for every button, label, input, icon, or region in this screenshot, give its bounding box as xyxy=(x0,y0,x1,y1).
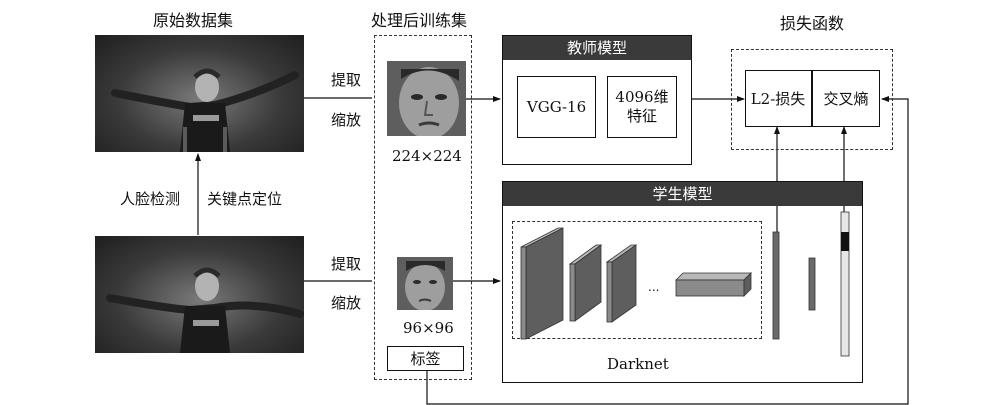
vgg16-box: VGG-16 xyxy=(517,76,596,138)
ellipsis-text: ... xyxy=(648,280,660,294)
student-model-panel: 学生模型 xyxy=(502,181,863,383)
fc-layer-block xyxy=(675,272,752,297)
conv-layer-block xyxy=(605,244,638,323)
size-224-label: 224×224 xyxy=(392,147,462,165)
loss-inner-box xyxy=(745,70,880,127)
player-figure-icon xyxy=(106,267,304,353)
original-photo-bottom xyxy=(95,236,304,353)
darknet-label: Darknet xyxy=(607,355,669,373)
feature-4096-line1: 4096维 xyxy=(615,87,669,106)
player-figure-icon xyxy=(111,68,299,152)
l2-loss-cell: L2-损失 xyxy=(745,70,811,127)
processed-train-set-title: 处理后训练集 xyxy=(371,11,468,30)
original-photo-top xyxy=(95,35,304,152)
label-box: 标签 xyxy=(387,346,464,371)
cross-entropy-text: 交叉熵 xyxy=(823,90,869,108)
face-crop-224 xyxy=(387,61,466,136)
feature-4096-line2: 特征 xyxy=(626,107,657,125)
size-96-label: 96×96 xyxy=(403,319,454,337)
darknet-group xyxy=(512,221,762,339)
conv-layer-block xyxy=(520,227,564,340)
feature-4096-box: 4096维 特征 xyxy=(607,76,677,138)
extract-label-top: 提取 xyxy=(331,71,362,89)
processed-train-set-group xyxy=(374,35,472,380)
face-icon xyxy=(397,257,453,310)
student-model-title: 学生模型 xyxy=(503,182,862,206)
face-crop-96 xyxy=(397,257,453,310)
label-box-text: 标签 xyxy=(410,350,441,368)
face-detection-label: 人脸检测 xyxy=(120,190,181,208)
face-icon xyxy=(387,61,466,136)
student-output-highlight xyxy=(841,232,849,251)
cross-entropy-cell: 交叉熵 xyxy=(812,70,880,127)
scale-label-bottom: 缩放 xyxy=(331,294,362,312)
student-output-bar xyxy=(840,211,850,357)
loss-divider xyxy=(811,70,813,127)
scale-label-top: 缩放 xyxy=(331,111,362,129)
extract-label-bottom: 提取 xyxy=(331,255,362,273)
loss-function-group xyxy=(731,49,893,150)
loss-function-title: 损失函数 xyxy=(780,14,845,33)
teacher-model-title: 教师模型 xyxy=(503,36,691,60)
original-dataset-title: 原始数据集 xyxy=(153,11,234,30)
l2-loss-text: L2-损失 xyxy=(750,90,806,108)
student-hidden-bar xyxy=(808,257,816,311)
student-feature-bar xyxy=(772,231,780,340)
keypoint-localization-label: 关键点定位 xyxy=(207,190,283,208)
vgg16-text: VGG-16 xyxy=(526,98,587,116)
teacher-model-panel: 教师模型 xyxy=(502,35,692,165)
conv-layer-block xyxy=(568,244,603,322)
